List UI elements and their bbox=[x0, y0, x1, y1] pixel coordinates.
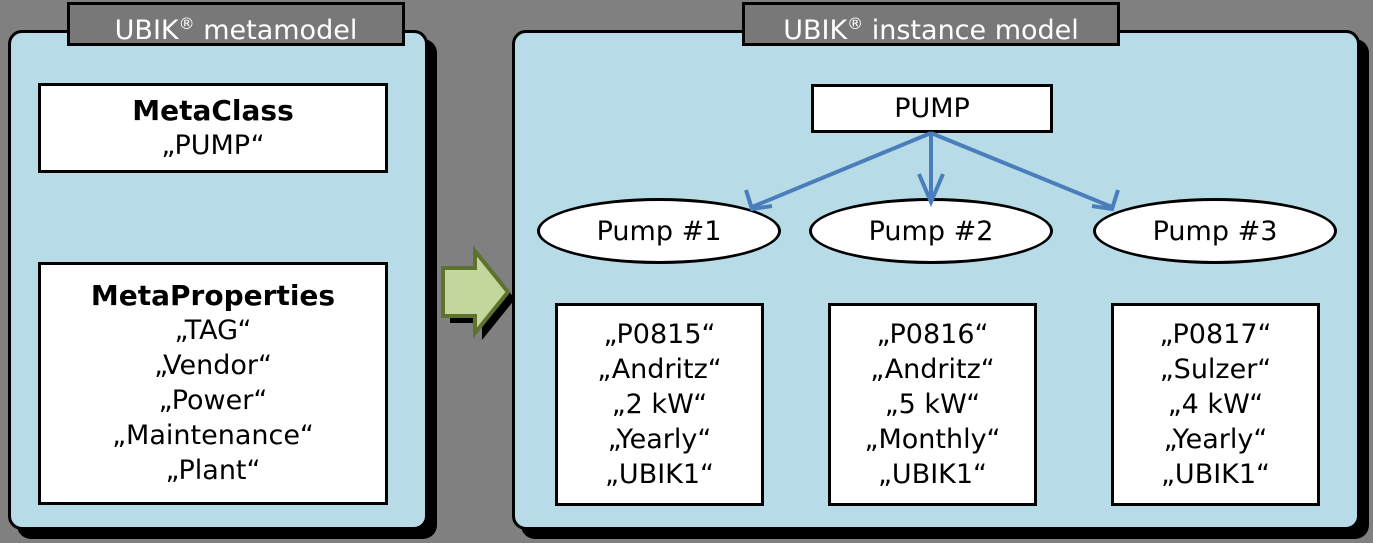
metaproperty-item: „TAG“ bbox=[174, 315, 252, 346]
instance-label: Pump #1 bbox=[596, 215, 722, 247]
instance-property-value: „P0815“ bbox=[603, 319, 716, 350]
metaclass-box: MetaClass „PUMP“ bbox=[38, 83, 388, 173]
instancemodel-title-text: UBIK bbox=[783, 15, 848, 46]
metaproperty-item: „Power“ bbox=[158, 385, 268, 416]
instance-property-value: „Yearly“ bbox=[607, 424, 712, 455]
instance-property-value: „Andritz“ bbox=[870, 354, 995, 385]
metaproperties-box: MetaProperties „TAG“ „Vendor“ „Power“ „M… bbox=[38, 262, 388, 505]
metamodel-title-bar: UBIK® metamodel bbox=[67, 2, 405, 46]
instance-ellipse-pump-3: Pump #3 bbox=[1093, 198, 1337, 264]
metamodel-title-suffix: metamodel bbox=[194, 15, 358, 46]
registered-trademark-icon: ® bbox=[847, 14, 864, 33]
metaproperty-item: „Plant“ bbox=[165, 455, 261, 486]
instance-property-value: „4 kW“ bbox=[1167, 389, 1264, 420]
instance-properties-box-pump-1: „P0815“ „Andritz“ „2 kW“ „Yearly“ „UBIK1… bbox=[555, 303, 764, 506]
instance-property-value: „P0816“ bbox=[876, 319, 989, 350]
metaclass-heading: MetaClass bbox=[132, 93, 294, 127]
metaproperty-item: „Maintenance“ bbox=[112, 420, 314, 451]
instancemodel-title-bar: UBIK® instance model bbox=[742, 2, 1120, 46]
metaproperty-item: „Vendor“ bbox=[154, 350, 272, 381]
transform-arrow-shadow bbox=[450, 258, 515, 340]
metaproperties-heading: MetaProperties bbox=[90, 279, 336, 312]
root-class-label: PUMP bbox=[894, 93, 970, 124]
instance-property-value: „2 kW“ bbox=[611, 389, 708, 420]
instance-property-value: „Andritz“ bbox=[597, 354, 722, 385]
instance-properties-box-pump-2: „P0816“ „Andritz“ „5 kW“ „Monthly“ „UBIK… bbox=[828, 303, 1037, 506]
instance-property-value: „UBIK1“ bbox=[604, 459, 715, 490]
instance-property-value: „Sulzer“ bbox=[1159, 354, 1272, 385]
instance-label: Pump #3 bbox=[1152, 215, 1278, 247]
instancemodel-title-suffix: instance model bbox=[863, 15, 1079, 46]
instance-property-value: „UBIK1“ bbox=[1160, 459, 1271, 490]
instance-label: Pump #2 bbox=[868, 215, 994, 247]
instance-property-value: „5 kW“ bbox=[884, 389, 981, 420]
instance-ellipse-pump-2: Pump #2 bbox=[809, 198, 1053, 264]
instance-property-value: „P0817“ bbox=[1159, 319, 1272, 350]
metamodel-title-text: UBIK bbox=[114, 15, 179, 46]
instance-ellipse-pump-1: Pump #1 bbox=[537, 198, 781, 264]
transform-arrow-icon bbox=[441, 245, 511, 339]
instance-properties-box-pump-3: „P0817“ „Sulzer“ „4 kW“ „Yearly“ „UBIK1“ bbox=[1111, 303, 1320, 506]
metaclass-value: „PUMP“ bbox=[161, 129, 265, 161]
instance-property-value: „Yearly“ bbox=[1163, 424, 1268, 455]
registered-trademark-icon: ® bbox=[178, 14, 195, 33]
instance-property-value: „UBIK1“ bbox=[877, 459, 988, 490]
root-class-box: PUMP bbox=[811, 84, 1053, 133]
instance-property-value: „Monthly“ bbox=[864, 424, 1001, 455]
